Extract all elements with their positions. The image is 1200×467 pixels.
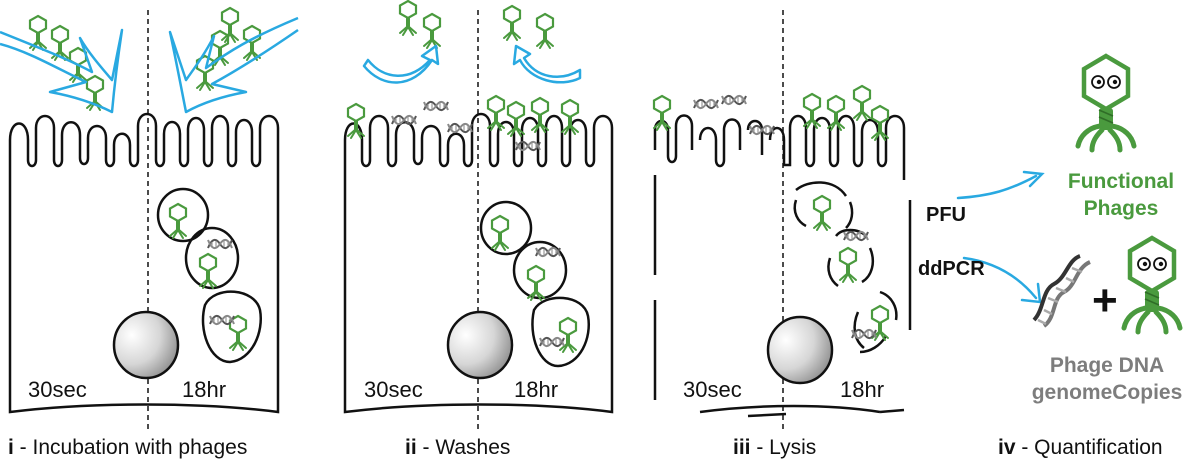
phage-icon	[198, 252, 218, 290]
plus-sign: +	[1092, 276, 1118, 325]
phage-icon	[168, 202, 188, 240]
phage-icon	[346, 102, 366, 140]
panel-3-title: - Lysis	[750, 436, 817, 459]
pfu-label: PFU	[926, 204, 966, 226]
panel-4-caption: iv - Quantification	[998, 436, 1163, 460]
dna-icon	[207, 238, 233, 250]
blue-arrow-icon	[0, 16, 299, 114]
panel-3-cell	[653, 10, 912, 432]
panel-3-numeral: iii	[733, 436, 751, 459]
panel-1-caption: i - Incubation with phages	[8, 436, 247, 460]
phage-icon	[652, 94, 672, 132]
panel-2-title: - Washes	[416, 436, 511, 459]
panel-1-cell	[8, 10, 280, 432]
phage-icon	[558, 316, 578, 354]
functional-line-1: Functional	[1067, 170, 1175, 193]
dna-icon	[843, 230, 869, 242]
phage-icon	[802, 92, 822, 130]
nucleus-icon	[112, 310, 180, 380]
dna-icon	[851, 328, 877, 340]
panel-1-time-left: 30sec	[28, 377, 87, 402]
phage-icon	[526, 264, 546, 302]
panel-3-time-left: 30sec	[683, 377, 742, 402]
functional-phage-icon	[1078, 56, 1134, 150]
phage-dna-line-2: genomeCopies	[1031, 381, 1183, 404]
phage-icon	[812, 194, 832, 232]
panel-4-numeral: iv	[998, 436, 1016, 459]
phage-icon	[502, 4, 522, 42]
panel-2-time-right: 18hr	[514, 377, 559, 402]
dna-icon	[515, 140, 541, 152]
functional-line-2: Phages	[1083, 197, 1159, 220]
dna-icon	[721, 94, 747, 106]
phage-icon	[506, 100, 526, 138]
panel-3-time-right: 18hr	[840, 377, 885, 402]
nucleus-icon	[766, 315, 834, 385]
phage-icon	[852, 84, 872, 122]
dna-icon	[423, 100, 449, 112]
phage-icon	[398, 0, 418, 37]
dna-icon	[535, 246, 561, 258]
panel-2-numeral: ii	[405, 436, 417, 459]
functional-phages-label: Functional Phages	[1046, 168, 1196, 222]
nucleus-icon	[446, 310, 514, 380]
phage-icon	[826, 94, 846, 132]
panel-1-numeral: i	[8, 436, 14, 459]
dna-icon	[693, 98, 719, 110]
panel-4-title: - Quantification	[1015, 436, 1163, 459]
phage-icon	[530, 96, 550, 134]
dna-icon	[209, 314, 235, 326]
phage-dna-line-1: Phage DNA	[1049, 354, 1165, 377]
panel-2-time-left: 30sec	[364, 377, 423, 402]
phage-icon	[535, 12, 555, 50]
dna-icon	[447, 122, 473, 134]
phage-icon	[220, 6, 240, 44]
phage-icon	[422, 12, 442, 50]
ddpcr-label: ddPCR	[918, 258, 985, 280]
panel-1-time-right: 18hr	[182, 377, 227, 402]
phage-icon	[486, 94, 506, 132]
phage-icon	[490, 214, 510, 252]
blue-arrow-icon	[362, 44, 582, 84]
dna-icon	[539, 336, 565, 348]
phage-dna-label: Phage DNA genomeCopies	[1018, 352, 1196, 406]
phage-icon	[1124, 238, 1180, 332]
panel-1-title: - Incubation with phages	[13, 436, 248, 459]
phage-icon	[838, 246, 858, 284]
panel-3-caption: iii - Lysis	[733, 436, 816, 460]
panel-2-caption: ii - Washes	[405, 436, 510, 460]
dna-icon	[1032, 254, 1092, 328]
panel-2-phages	[346, 0, 580, 354]
blue-arrow-icon	[956, 170, 1045, 304]
